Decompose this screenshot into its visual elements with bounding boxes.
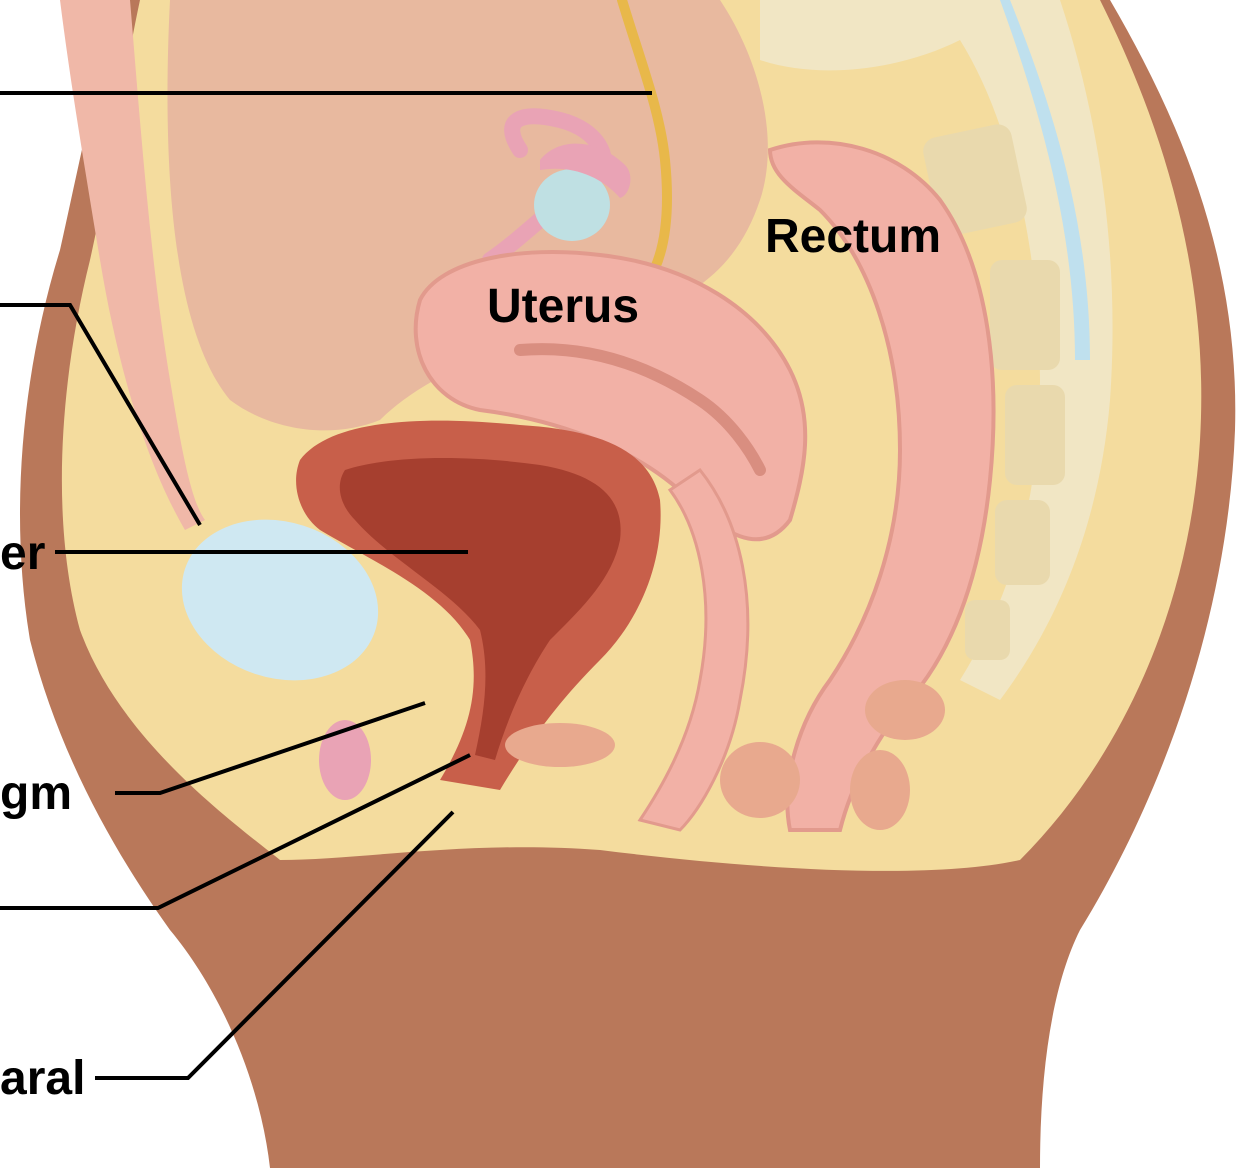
rectum-label: Rectum (765, 213, 941, 261)
urethral-label-cut: aral (0, 1055, 85, 1103)
uterus-label: Uterus (487, 283, 639, 331)
bladder-label-cut: er (0, 530, 45, 578)
diaphragm-label-cut: gm (0, 770, 72, 818)
